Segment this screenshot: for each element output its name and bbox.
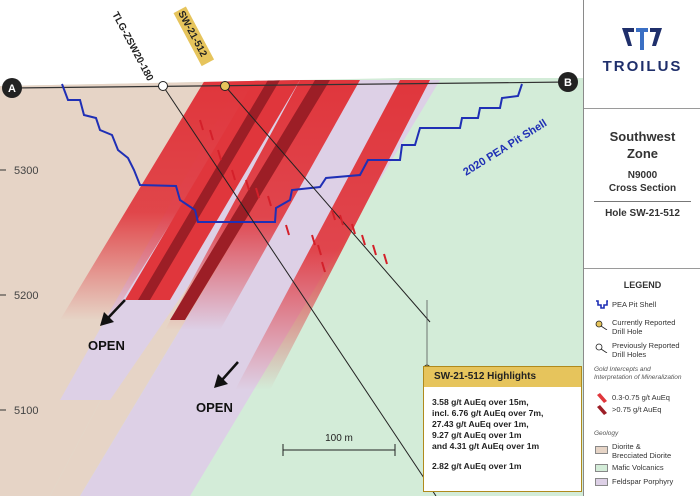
- legend-pit-shell: PEA Pit Shell: [612, 300, 657, 309]
- scale-bar-label: 100 m: [325, 433, 353, 444]
- highlight-line: incl. 6.76 g/t AuEq over 7m,: [432, 408, 544, 418]
- previous-hole-label: TLG-ZSW20-180: [109, 10, 155, 83]
- elevation-label: 5200: [14, 290, 38, 302]
- logo-wordmark: TROILUS: [602, 58, 683, 75]
- highlight-line: 3.58 g/t AuEq over 15m,: [432, 397, 529, 407]
- highlight-line: 2.82 g/t AuEq over 1m: [432, 461, 522, 471]
- legend-current-hole: Currently Reported Drill Hole: [612, 318, 676, 336]
- open-label: OPEN: [88, 338, 125, 353]
- legend-feldspar: Feldspar Porphyry: [612, 477, 674, 486]
- legend-gold-header: Gold Intercepts and Interpretation of Mi…: [594, 366, 682, 381]
- highlights-box: SW-21-512 Highlights 3.58 g/t AuEq over …: [423, 366, 582, 492]
- mafic-swatch: [595, 464, 608, 472]
- grade-low-legend-icon: [597, 393, 607, 403]
- previous-hole-legend-icon: [595, 343, 608, 353]
- legend-geology-header: Geology: [594, 430, 619, 437]
- hole-id: Hole SW-21-512: [605, 208, 680, 219]
- elevation-label: 5300: [14, 165, 38, 177]
- endpoint-b-label: B: [564, 77, 572, 89]
- topography-line: [11, 81, 571, 89]
- legend-title: LEGEND: [623, 280, 662, 290]
- elevation-label: 5100: [14, 405, 38, 417]
- diorite-swatch: [595, 446, 608, 454]
- feldspar-swatch: [595, 478, 608, 486]
- current-hole-legend-icon: [595, 320, 608, 330]
- troilus-logo-icon: [622, 28, 662, 50]
- zone-title: Southwest Zone: [584, 128, 700, 162]
- current-hole-label-bg: [173, 6, 215, 67]
- section-endpoint-b: [558, 72, 578, 92]
- legend-diorite: Diorite & Brecciated Diorite: [612, 442, 672, 460]
- sidebar: TROILUS Southwest Zone N9000 Cross Secti…: [583, 0, 700, 496]
- drill-hole-current: [224, 85, 431, 323]
- section-endpoint-a: [2, 78, 22, 98]
- open-arrow-icon: [100, 299, 126, 326]
- high-grade-band: [138, 80, 280, 300]
- legend-mafic: Mafic Volcanics: [612, 463, 664, 472]
- mineralization-band: [60, 80, 260, 320]
- highlight-line: 27.43 g/t AuEq over 1m,: [432, 419, 529, 429]
- hole-collar-current: [220, 81, 230, 91]
- section-type: Cross Section: [608, 183, 677, 194]
- highlight-line: and 4.31 g/t AuEq over 1m: [432, 441, 540, 451]
- highlights-title: SW-21-512 Highlights: [424, 367, 581, 387]
- legend-previous-hole: Previously Reported Drill Holes: [612, 341, 680, 359]
- pit-shell-legend-icon: [596, 300, 608, 309]
- intercept-ticks: [199, 119, 388, 273]
- hole-collar-previous: [158, 81, 168, 91]
- legend-grade-low: 0.3-0.75 g/t AuEq: [612, 393, 670, 402]
- scale-bar: [282, 444, 396, 456]
- zone-title-line: Zone: [626, 146, 659, 161]
- open-label: OPEN: [196, 400, 233, 415]
- open-arrow-icon: [214, 361, 239, 388]
- elevation-axis: [0, 169, 6, 411]
- endpoint-a-label: A: [8, 83, 16, 95]
- highlight-line: 9.27 g/t AuEq over 1m: [432, 430, 522, 440]
- section-id: N9000: [627, 170, 658, 181]
- drill-hole-previous: [162, 85, 437, 496]
- grade-high-legend-icon: [597, 405, 607, 415]
- current-hole-label: SW-21-512: [175, 9, 209, 59]
- legend-grade-high: >0.75 g/t AuEq: [612, 405, 662, 414]
- pit-shell-outline: [61, 83, 523, 223]
- zone-title-line: Southwest: [609, 129, 676, 144]
